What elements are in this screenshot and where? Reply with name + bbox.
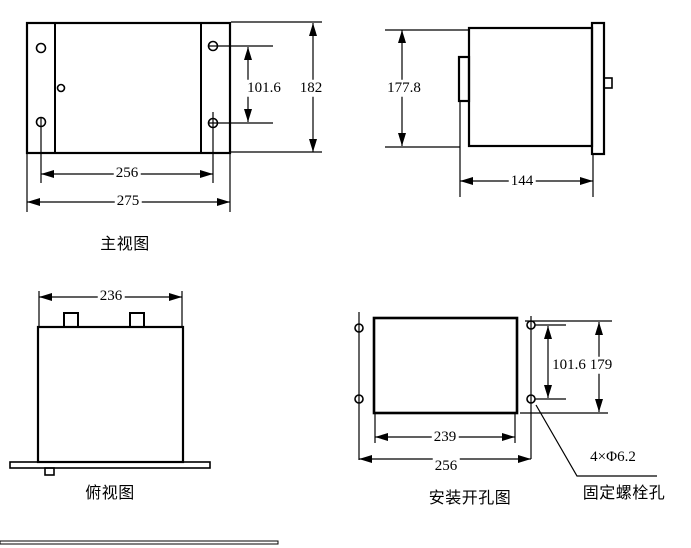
- cutout-dim-width: 239: [431, 428, 459, 446]
- bolt-hole-callout: 4×Φ6.2: [590, 448, 636, 465]
- front-dim-hole-spacing-h: 256: [113, 164, 141, 182]
- cutout-view-title: 安装开孔图: [428, 490, 512, 508]
- front-view-outline: [25, 21, 232, 155]
- small-hole-middle-left: [56, 83, 66, 93]
- side-dim-depth: 144: [508, 172, 536, 190]
- cutout-dim-hole-spacing-h: 256: [432, 457, 460, 475]
- top-view: [9, 291, 211, 476]
- cutout-dim-height: 179: [587, 356, 615, 374]
- cutout-dim-hole-spacing-v: 101.6: [550, 356, 588, 374]
- top-terminal-left: [63, 312, 79, 328]
- top-view-title: 俯视图: [85, 485, 135, 503]
- front-dim-hole-spacing-v: 101.6: [245, 79, 283, 97]
- top-front-flange: [9, 461, 211, 469]
- footer-rule: [0, 540, 279, 545]
- bolt-hole-label: 固定螺栓孔: [582, 485, 666, 503]
- side-front-panel: [590, 21, 606, 156]
- front-view: [25, 21, 322, 212]
- side-dim-height: 177.8: [385, 79, 423, 97]
- top-body-outline: [36, 325, 185, 464]
- side-rear-tab: [457, 55, 471, 103]
- top-terminal-right: [129, 312, 145, 328]
- front-dim-width: 275: [114, 192, 142, 210]
- front-view-title: 主视图: [100, 236, 150, 254]
- side-knob: [603, 77, 613, 89]
- side-body-outline: [467, 26, 594, 148]
- bolt-hole-bottom-left: [354, 394, 364, 404]
- mounting-hole-top-left: [35, 42, 47, 54]
- cutout-outline: [372, 316, 519, 415]
- side-view: [385, 21, 613, 197]
- front-dim-height: 182: [297, 79, 325, 97]
- top-dim-width: 236: [97, 287, 125, 305]
- top-small-tab: [44, 467, 55, 476]
- bolt-hole-top-left: [354, 323, 364, 333]
- leader-line-bolt-hole: [535, 404, 657, 477]
